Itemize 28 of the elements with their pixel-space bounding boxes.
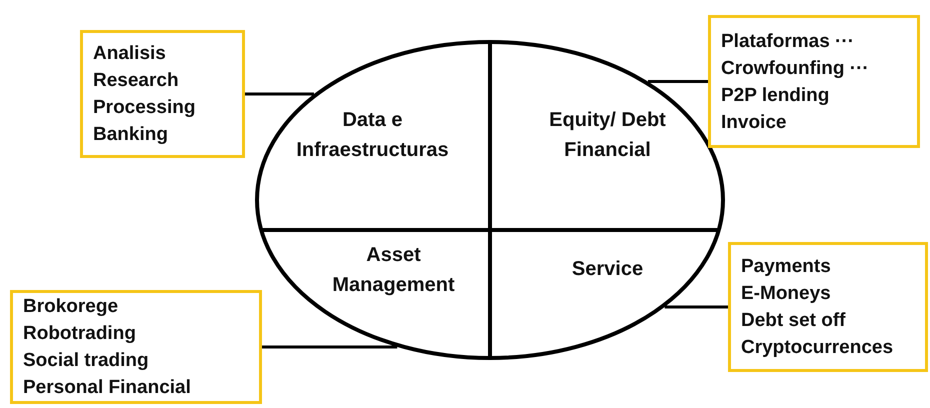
list-item: Personal Financial (23, 376, 192, 400)
connector-line (245, 92, 314, 96)
list-item: Processing (93, 96, 196, 120)
connector-line (648, 80, 708, 83)
quadrant-label: Equity/ Debt Financial (548, 108, 667, 163)
text-box (10, 290, 262, 404)
list-item: Invoice (721, 110, 788, 134)
connector-line (664, 306, 728, 308)
list-item: Social trading (23, 349, 150, 373)
list-item: Payments (741, 255, 832, 279)
quadrant-label: Asset Management (331, 243, 456, 298)
list-item: Analisis (93, 42, 167, 66)
connector-line (262, 346, 398, 348)
list-item: P2P lending (721, 84, 830, 108)
list-item: Cryptocurrences (741, 336, 894, 360)
quadrant-label: Data e Infraestructuras (295, 108, 450, 163)
list-item: Plataformas ··· (721, 30, 856, 54)
list-item: Banking (93, 123, 169, 147)
list-item: Debt set off (741, 309, 846, 333)
list-item: E-Moneys (741, 282, 832, 306)
list-item: Crowfounfing ··· (721, 56, 870, 80)
text-box (708, 15, 920, 148)
list-item: Robotrading (23, 322, 137, 346)
quadrant-label: Service (572, 257, 644, 282)
list-item: Brokorege (23, 295, 120, 319)
text-box (728, 242, 928, 372)
list-item: Research (93, 69, 180, 93)
text-box (80, 30, 245, 158)
